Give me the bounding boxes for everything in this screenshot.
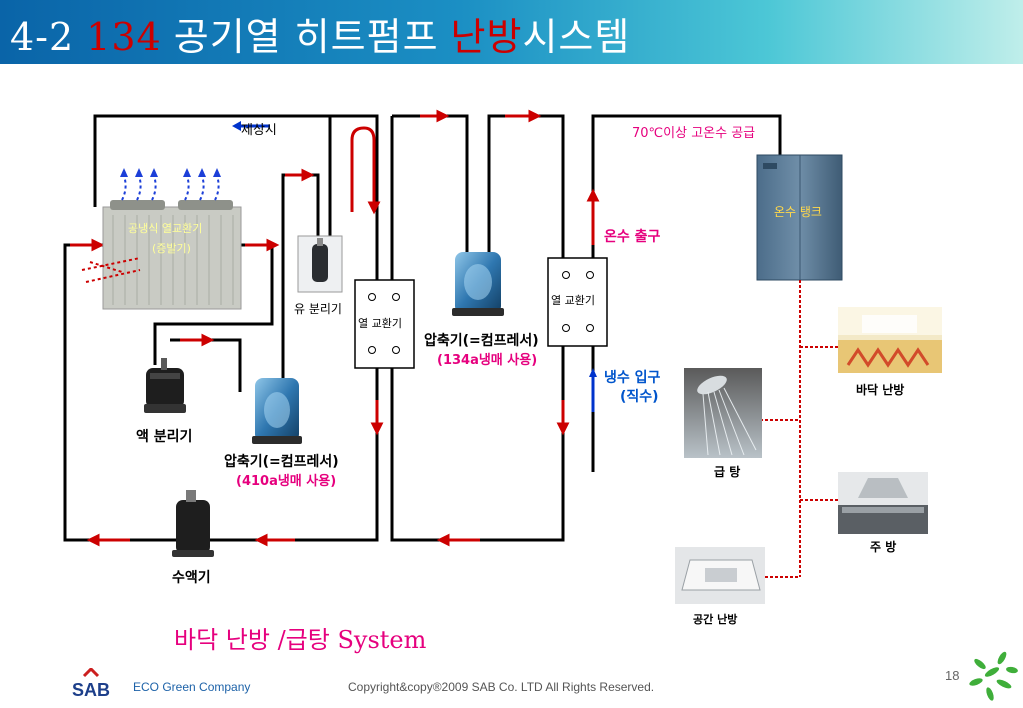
- company-tagline: ECO Green Company: [133, 680, 251, 694]
- liquid-separator: [144, 358, 186, 413]
- air-heat-exchanger-unit: [102, 200, 242, 310]
- air-intake-arrows: [81, 257, 141, 283]
- distribution-lines: [760, 280, 838, 578]
- middle-circuit-pipes: [390, 114, 565, 542]
- air-hx-label: 공냉식 열교환기: [128, 222, 203, 235]
- hot-water-tap-label: 급 탕: [714, 465, 741, 479]
- fan-airflow-arrows: [121, 175, 220, 201]
- refrigerant-134a-label: (134a냉매 사용): [437, 353, 538, 368]
- oil-separator: [297, 235, 343, 293]
- hx-right-label: 열 교환기: [551, 294, 595, 307]
- hot-water-supply-text: 70℃이상 고온수 공급: [632, 126, 756, 141]
- space-heating-label: 공간 난방: [693, 613, 738, 626]
- refrigerant-410a-label: (410a냉매 사용): [236, 474, 337, 489]
- liquid-separator-label: 액 분리기: [136, 429, 193, 445]
- kitchen-image: [838, 472, 928, 534]
- flow-arrows: [70, 109, 600, 547]
- title-tail: 시스템: [522, 15, 631, 59]
- heat-exchanger-right: [547, 257, 608, 347]
- floor-heating-label: 바닥 난방: [856, 383, 905, 397]
- hx-left-label: 열 교환기: [358, 317, 402, 330]
- fan-airflow-arrowheads: [120, 168, 221, 177]
- oil-separator-label: 유 분리기: [294, 302, 342, 316]
- evaporator-label: (증발기): [152, 242, 191, 255]
- compressor-410a-label: 압축기(=컴프레서): [224, 454, 339, 470]
- heat-exchanger-left: [354, 279, 415, 369]
- compressor-134a: [452, 252, 504, 316]
- system-caption: 바닥 난방 /급탕 System: [174, 626, 427, 654]
- logo-text: SAB: [72, 680, 110, 698]
- copyright-text: Copyright&copy®2009 SAB Co. LTD All Righ…: [348, 680, 655, 694]
- title-prefix: 4-2: [10, 15, 75, 59]
- title-number: 134: [86, 15, 162, 59]
- kitchen-label: 주 방: [870, 540, 897, 554]
- title-main: 공기열 히트펌프: [173, 15, 439, 59]
- hot-water-tank: [756, 154, 843, 281]
- cassette-unit-image: [675, 547, 765, 604]
- cold-water-inlet-label: 냉수 입구: [604, 370, 661, 386]
- shower-image: [684, 368, 762, 458]
- page-number: 18: [945, 668, 960, 683]
- hot-water-supply-label: 70℃이상 고온수 공급: [632, 122, 755, 141]
- cold-water-arrow: [589, 368, 597, 412]
- hot-water-tank-label: 온수 탱크: [774, 205, 822, 219]
- direct-water-label: (직수): [620, 389, 659, 405]
- compressor-410a: [252, 378, 302, 444]
- floor-heating-image: [838, 307, 942, 373]
- defrost-label: 제상시: [241, 123, 277, 138]
- receiver: [172, 490, 214, 557]
- receiver-label: 수액기: [172, 570, 211, 586]
- defrost-arrow: [232, 121, 270, 131]
- sab-logo: SAB: [72, 668, 110, 698]
- hot-water-outlet-label: 온수 출구: [604, 229, 661, 245]
- leaf-decoration-icon: [969, 651, 1018, 701]
- compressor-134a-label: 압축기(=컴프레서): [424, 333, 539, 349]
- title-red: 난방: [450, 15, 523, 59]
